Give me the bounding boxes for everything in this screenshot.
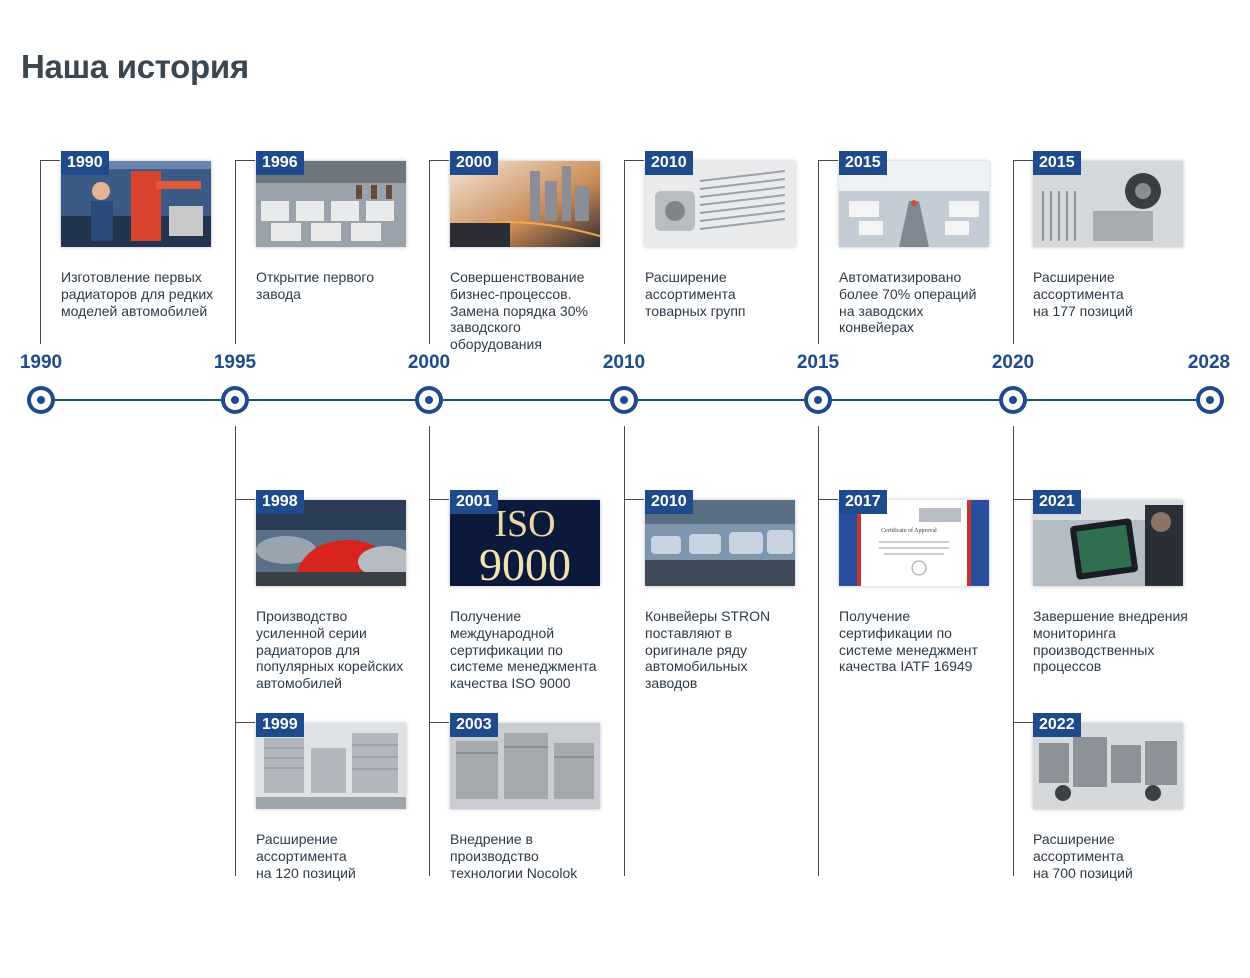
timeline-node[interactable] (415, 386, 443, 414)
event-description: Получение международной сертификации по … (450, 608, 597, 692)
tick (429, 499, 449, 500)
connector-bottom-1995 (235, 426, 236, 876)
event-description: Расширение ассортимента на 120 позиций (256, 831, 356, 881)
connector-bottom-2020 (1013, 426, 1014, 876)
tick (429, 722, 449, 723)
event-description: Получение сертификации по системе менедж… (839, 608, 978, 675)
robot-line-photo (839, 161, 989, 247)
axis-year-label: 1995 (213, 352, 257, 373)
certificate-scan: Certificate of Approval (839, 500, 989, 586)
event-description: Расширение ассортимента на 700 позиций (1033, 831, 1133, 881)
event-year-badge: 2022 (1033, 713, 1081, 737)
timeline-node[interactable] (221, 386, 249, 414)
tick (818, 499, 838, 500)
axis-year-label: 1990 (19, 352, 63, 373)
event-year-badge: 2010 (645, 490, 693, 514)
event-year-badge: 2015 (839, 151, 887, 175)
connector-top-2015 (818, 160, 819, 344)
event-description: Расширение ассортимента на 177 позиций (1033, 269, 1133, 319)
connector-top-2010 (624, 160, 625, 344)
connector-bottom-2000 (429, 426, 430, 876)
event-description: Открытие первого завода (256, 269, 374, 302)
iso-logo: ISO 9000 (450, 500, 600, 586)
tick (1013, 722, 1033, 723)
event-description: Производство усиленной серии радиаторов … (256, 608, 404, 692)
timeline-node[interactable] (804, 386, 832, 414)
parts-set-photo (1033, 723, 1183, 809)
car-conveyor-photo (645, 500, 795, 586)
nocolok-radiators-photo (450, 723, 600, 809)
tick (40, 160, 60, 161)
timeline-node[interactable] (27, 386, 55, 414)
timeline-node[interactable] (999, 386, 1027, 414)
timeline-node[interactable] (610, 386, 638, 414)
axis-year-label: 2000 (407, 352, 451, 373)
tick (235, 160, 255, 161)
axis-year-label: 2028 (1187, 352, 1231, 373)
timeline-node[interactable] (1196, 386, 1224, 414)
event-description: Конвейеры STRON поставляют в оригинале р… (645, 608, 771, 692)
intercooler-photo (645, 161, 795, 247)
event-year-badge: 2003 (450, 713, 498, 737)
tick (1013, 499, 1033, 500)
event-description: Расширение ассортимента товарных групп (645, 269, 746, 319)
event-year-badge: 2000 (450, 151, 498, 175)
tick (235, 499, 255, 500)
event-description: Завершение внедрения мониторинга произво… (1033, 608, 1188, 675)
event-year-badge: 2010 (645, 151, 693, 175)
event-description: Изготовление первых радиаторов для редки… (61, 269, 214, 319)
iso-logo-text: ISO (494, 503, 555, 545)
axis-year-label: 2010 (602, 352, 646, 373)
event-year-badge: 1998 (256, 490, 304, 514)
axis-year-label: 2015 (796, 352, 840, 373)
tick (624, 499, 644, 500)
worker-robot-photo (61, 161, 211, 247)
event-description: Совершенствование бизнес-процессов. Заме… (450, 269, 588, 353)
tablet-monitoring-photo (1033, 500, 1183, 586)
korean-cars-photo (256, 500, 406, 586)
digital-city-photo (450, 161, 600, 247)
event-year-badge: 1990 (61, 151, 109, 175)
parts-range-photo (1033, 161, 1183, 247)
event-year-badge: 2001 (450, 490, 498, 514)
tick (235, 722, 255, 723)
connector-top-1995 (235, 160, 236, 344)
radiators-range-photo (256, 723, 406, 809)
iso-logo-number: 9000 (479, 539, 571, 586)
event-year-badge: 1999 (256, 713, 304, 737)
connector-top-1990 (40, 160, 41, 344)
event-year-badge: 2015 (1033, 151, 1081, 175)
connector-bottom-2010 (624, 426, 625, 876)
tick (624, 160, 644, 161)
page-title: Наша история (21, 48, 249, 85)
certificate-heading: Certificate of Approval (881, 527, 937, 534)
tick (1013, 160, 1033, 161)
connector-bottom-2015 (818, 426, 819, 876)
tick (818, 160, 838, 161)
event-year-badge: 1996 (256, 151, 304, 175)
tick (429, 160, 449, 161)
factory-hall-photo (256, 161, 406, 247)
event-description: Автоматизировано более 70% операций на з… (839, 269, 977, 336)
event-year-badge: 2021 (1033, 490, 1081, 514)
connector-top-2020 (1013, 160, 1014, 344)
event-description: Внедрение в производство технологии Noco… (450, 831, 578, 881)
event-year-badge: 2017 (839, 490, 887, 514)
axis-year-label: 2020 (991, 352, 1035, 373)
connector-top-2000 (429, 160, 430, 344)
